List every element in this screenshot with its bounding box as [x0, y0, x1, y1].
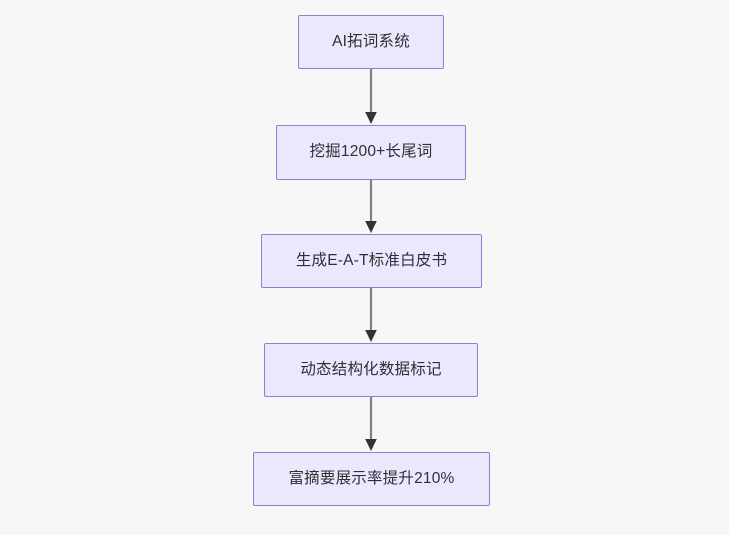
edge-node2-to-node3: [359, 180, 383, 234]
edge-arrowhead-icon: [365, 221, 377, 233]
flowchart-node-eat-whitepaper[interactable]: 生成E-A-T标准白皮书: [261, 234, 482, 288]
flowchart-node-rich-snippet-uplift[interactable]: 富摘要展示率提升210%: [253, 452, 490, 506]
flowchart-node-ai-keyword-system[interactable]: AI拓词系统: [298, 15, 444, 69]
flowchart-node-structured-data-markup[interactable]: 动态结构化数据标记: [264, 343, 478, 397]
flowchart-node-label: 富摘要展示率提升210%: [288, 469, 455, 487]
edge-node1-to-node2: [359, 69, 383, 125]
edge-node4-to-node5: [359, 397, 383, 452]
flowchart-node-label: 挖掘1200+长尾词: [309, 143, 433, 161]
flowchart-node-label: 动态结构化数据标记: [300, 360, 442, 378]
flowchart-node-longtail-keywords[interactable]: 挖掘1200+长尾词: [276, 125, 466, 180]
flowchart-node-label: AI拓词系统: [332, 32, 410, 50]
edge-arrowhead-icon: [365, 439, 377, 451]
edge-arrowhead-icon: [365, 112, 377, 124]
flowchart-node-label: 生成E-A-T标准白皮书: [295, 251, 448, 269]
edge-node3-to-node4: [359, 288, 383, 343]
edge-arrowhead-icon: [365, 330, 377, 342]
